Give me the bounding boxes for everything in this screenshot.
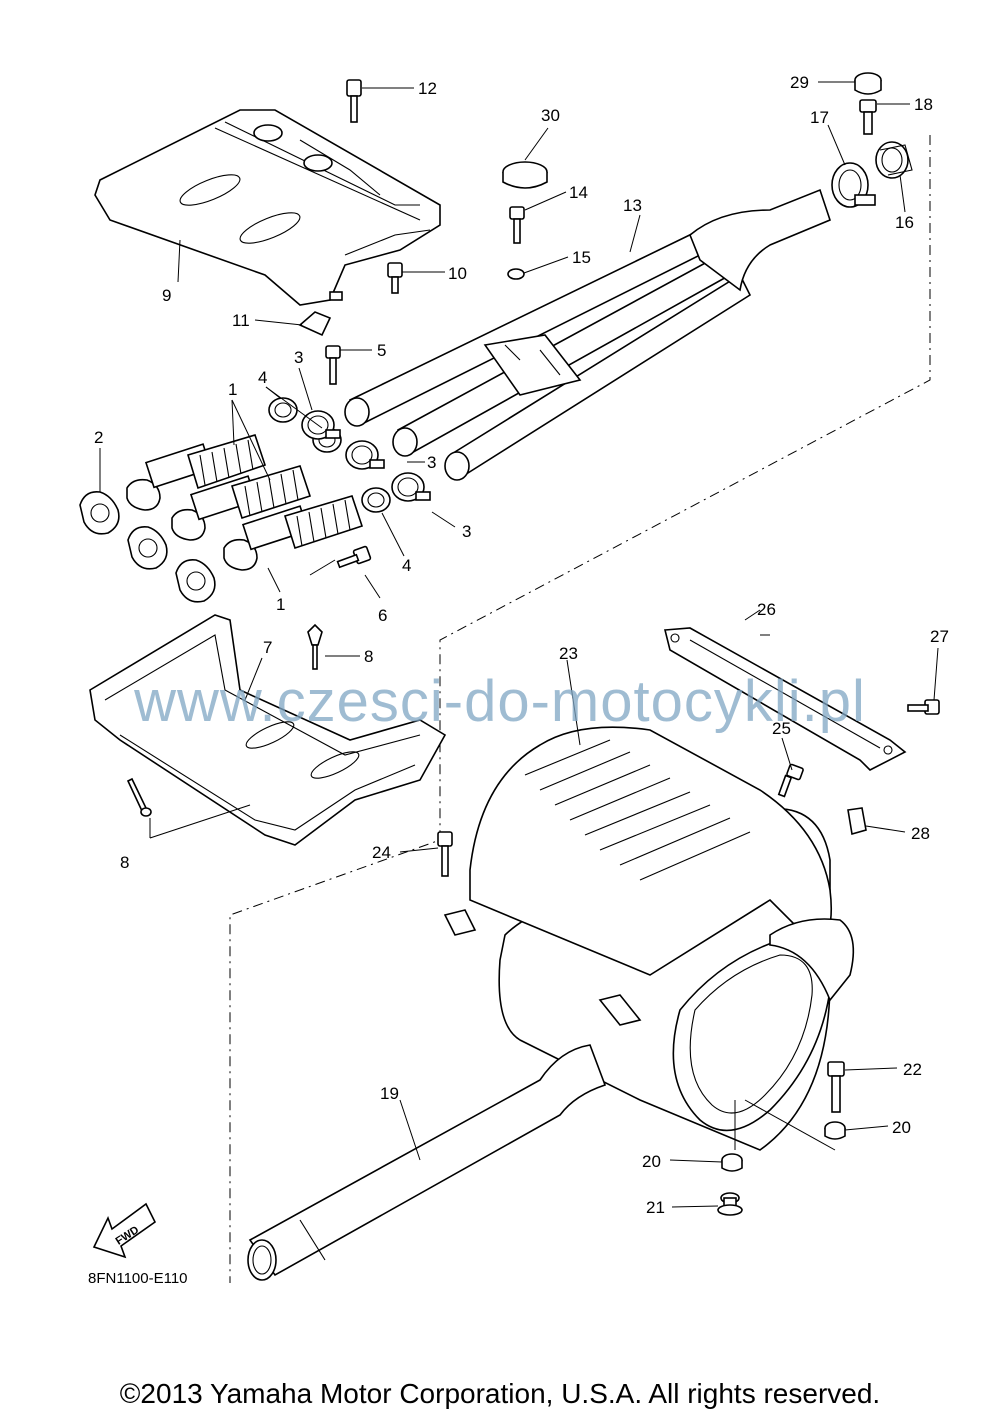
boundary-lines [229, 135, 931, 1283]
clamp-17 [831, 162, 876, 208]
callout-18: 18 [914, 95, 933, 114]
washer-15 [507, 268, 525, 280]
callout-13: 13 [623, 196, 642, 215]
callout-19: 19 [380, 1084, 399, 1103]
callout-15: 15 [572, 248, 591, 267]
grommet-20-left [721, 1153, 743, 1172]
bolt-6 [336, 545, 372, 569]
callout-14: 14 [569, 183, 588, 202]
muffler-23 [443, 726, 855, 1151]
cap-29 [854, 72, 882, 95]
clamps-3 [301, 410, 431, 502]
bolt-14 [509, 206, 525, 244]
grommet-20-right [824, 1121, 846, 1140]
leader-lines [99, 81, 939, 1208]
callout-20: 20 [642, 1152, 661, 1171]
callout-1: 1 [228, 380, 237, 399]
callout-3: 3 [294, 348, 303, 367]
bolt-22 [827, 1061, 845, 1113]
callout-16: 16 [895, 213, 914, 232]
copyright-notice: ©2013 Yamaha Motor Corporation, U.S.A. A… [119, 1378, 881, 1409]
bolt-25 [777, 763, 804, 798]
callout-26: 26 [757, 600, 776, 619]
diagram-code: 8FN1100-E110 [88, 1270, 188, 1287]
callout-8: 8 [120, 853, 129, 872]
callout-24: 24 [372, 843, 391, 862]
callout-28: 28 [911, 824, 930, 843]
callout-3: 3 [427, 453, 436, 472]
callout-2: 2 [94, 428, 103, 447]
callout-17: 17 [810, 108, 829, 127]
callout-4: 4 [258, 368, 267, 387]
cap-30 [502, 161, 548, 189]
pipe-middle [171, 465, 312, 541]
pipe-upper [126, 434, 267, 511]
gasket-16 [875, 141, 913, 179]
collector-pipe-13 [344, 188, 831, 481]
tail-pipe-19 [247, 1044, 607, 1281]
callout-9: 9 [162, 286, 171, 305]
callout-1: 1 [276, 595, 285, 614]
bolt-24 [437, 831, 453, 877]
rivets-8 [126, 623, 323, 817]
bolt-5 [325, 345, 341, 385]
muffler-stay-26 [663, 627, 907, 771]
callout-23: 23 [559, 644, 578, 663]
callout-6: 6 [378, 606, 387, 625]
callout-5: 5 [377, 341, 386, 360]
callout-11: 11 [232, 311, 250, 330]
upper-heat-shield [94, 109, 441, 306]
bolt-10 [387, 262, 403, 294]
clip-28 [847, 807, 867, 836]
callout-12: 12 [418, 79, 437, 98]
callout-10: 10 [448, 264, 467, 283]
callout-22: 22 [903, 1060, 922, 1079]
bolt-12 [346, 79, 362, 123]
bolts [325, 72, 940, 1216]
callout-30: 30 [541, 106, 560, 125]
exhaust-pipes-1 [126, 434, 364, 571]
callout-29: 29 [790, 73, 809, 92]
bolt-18 [859, 99, 877, 135]
callout-20: 20 [892, 1118, 911, 1137]
callout-4: 4 [402, 556, 411, 575]
gaskets-2 [79, 490, 216, 603]
pipe-lower [223, 495, 364, 571]
lower-heat-shield [89, 614, 447, 846]
collar-21 [717, 1192, 743, 1216]
fwd-arrow: FWD [92, 1202, 157, 1259]
callout-3: 3 [462, 522, 471, 541]
watermark: www.czesci-do-motocykli.pl [134, 669, 866, 734]
bolt-27 [907, 699, 940, 715]
callout-8: 8 [364, 647, 373, 666]
bracket-11 [298, 311, 332, 337]
callout-7: 7 [263, 638, 272, 657]
callout-numbers: 1 1 2 3 3 3 4 4 5 6 7 8 8 9 10 11 12 13 … [94, 73, 949, 1217]
callout-25: 25 [772, 719, 791, 738]
callout-21: 21 [646, 1198, 665, 1217]
callout-27: 27 [930, 627, 949, 646]
